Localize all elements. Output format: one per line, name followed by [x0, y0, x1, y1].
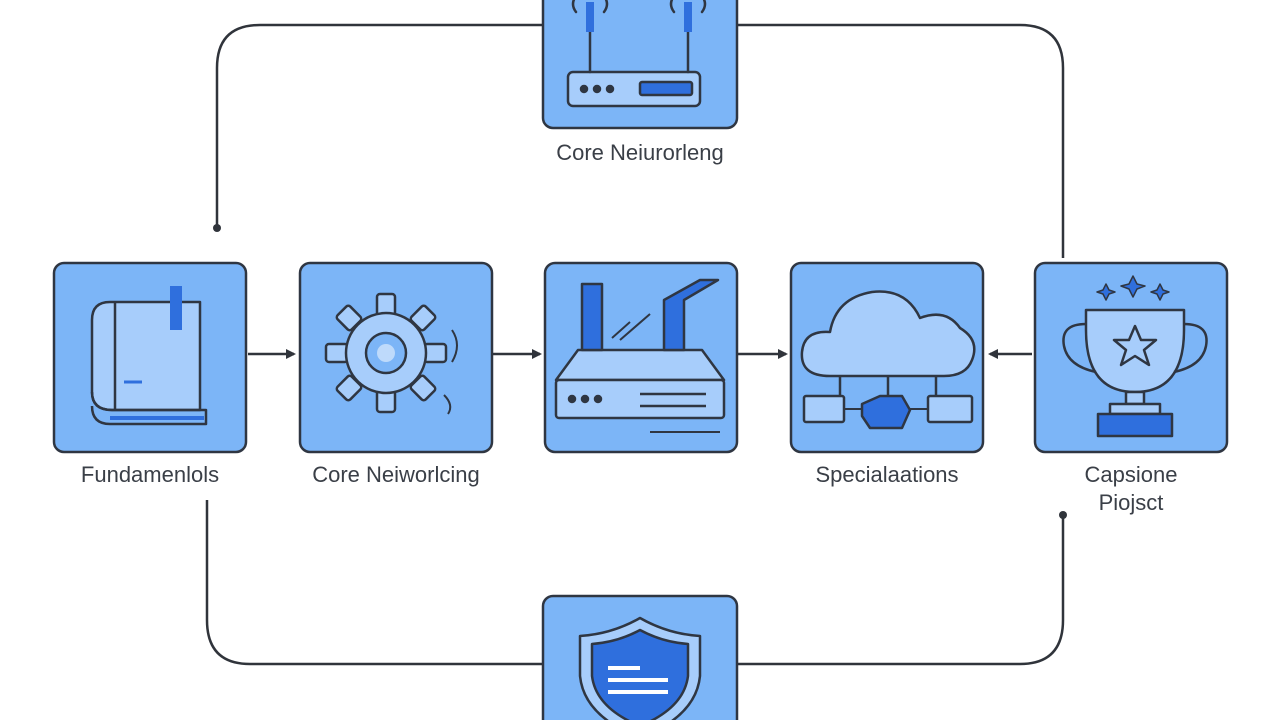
connector-top-loop — [213, 23, 1065, 258]
node-middle[interactable] — [543, 261, 739, 454]
connector-bottom-loop — [205, 500, 1067, 666]
gear-icon — [324, 292, 458, 415]
label-fundamentals: Fundamenlols — [80, 462, 220, 487]
node-capstone[interactable] — [1033, 261, 1229, 454]
node-top-tile — [541, 0, 739, 130]
shield-icon — [578, 616, 702, 720]
label-specializations: Specialaations — [815, 462, 959, 487]
node-core-networking[interactable] — [298, 261, 494, 454]
router-icon — [566, 0, 707, 108]
cloud-network-icon — [800, 290, 976, 430]
trophy-icon — [1062, 275, 1208, 438]
book-icon — [90, 286, 208, 426]
label-core-networking: Core Neiworlcing — [312, 462, 480, 487]
node-fundamentals[interactable] — [52, 261, 248, 454]
node-top[interactable] — [541, 0, 739, 130]
label-capstone: Capsione Piojsct — [1084, 462, 1178, 515]
label-top-node: Core Neiurorleng — [556, 140, 724, 165]
node-specializations[interactable] — [789, 261, 985, 454]
network-device-icon — [554, 278, 726, 433]
node-bottom[interactable] — [541, 594, 739, 720]
